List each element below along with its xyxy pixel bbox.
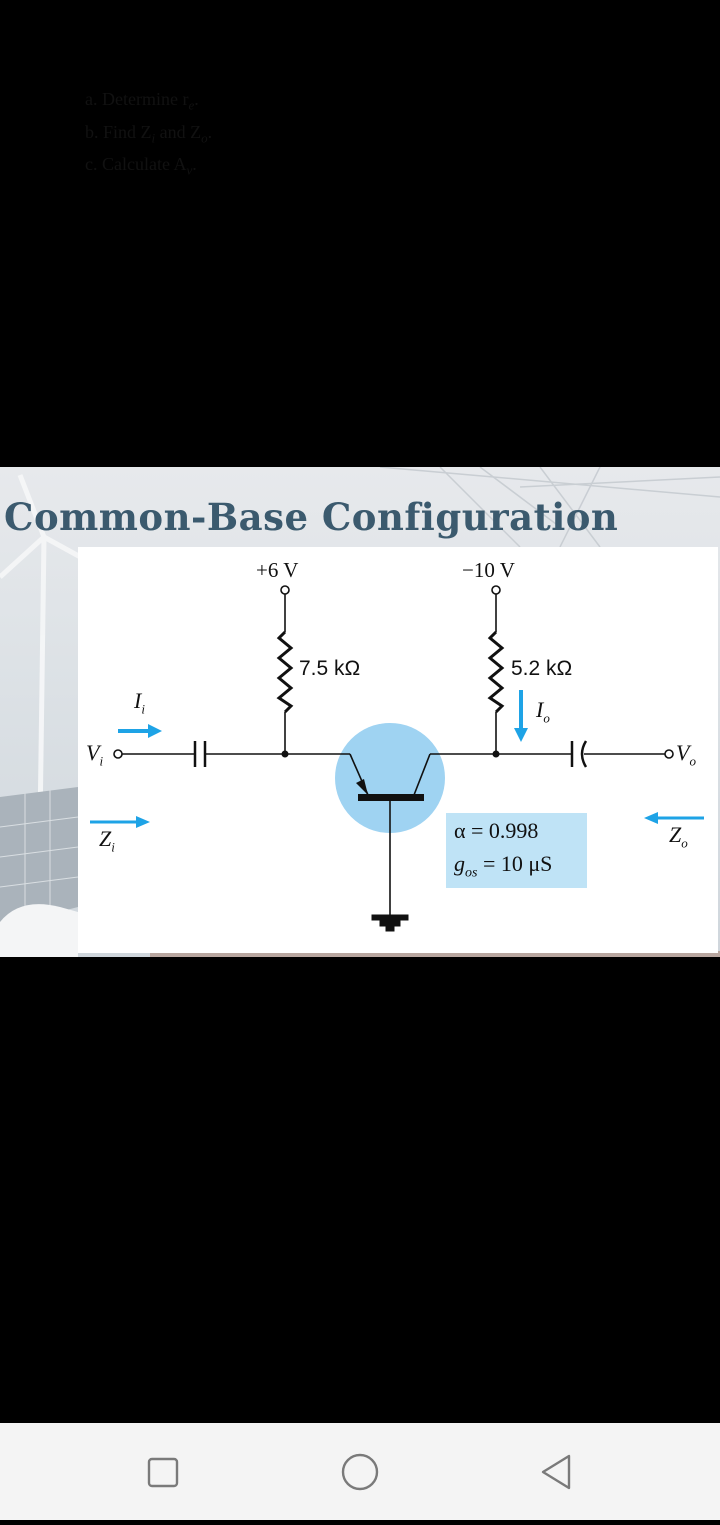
resistor-left [276,630,294,714]
output-current-arrow [514,690,528,742]
task-tail: . [192,154,197,175]
input-voltage-label: Vi [86,740,104,769]
task-tail: . [194,89,199,109]
parameter-box: α = 0.998 gos = 10 μS [446,813,587,888]
task-text: Calculate A [102,154,187,175]
task-b: b. Find Zi and Zo. [85,119,212,152]
transistor-highlight [335,723,445,833]
task-letter: c. [85,154,98,175]
supply-label-left: +6 V [256,558,299,582]
output-impedance-arrow [644,812,704,824]
input-terminal [113,749,123,759]
input-impedance-label: Zi [99,826,115,855]
task-c: c. Calculate Av. [85,151,212,184]
back-icon[interactable] [541,1454,571,1490]
task-subscript: v [186,162,193,178]
resistor-right [487,630,505,714]
output-voltage-label: Vo [676,740,696,769]
task-letter: a. [85,89,98,109]
output-capacitor [570,740,588,768]
task-letter: b. [85,121,99,142]
navigation-bar [0,1423,720,1520]
output-impedance-label: Zo [669,822,688,851]
transistor-base-bar [358,794,424,801]
emitter-arrow [356,779,368,795]
supply-terminal-left [280,585,290,595]
task-a: a. Determine re. [85,86,212,119]
recent-apps-icon[interactable] [147,1457,179,1488]
navigation-bar-icons [147,1453,571,1491]
output-current-label: Io [536,697,550,726]
task-text: Determine r [102,89,189,109]
task-subscript: i [151,130,156,146]
junction-dot-right [492,750,500,758]
task-tail: . [207,121,213,142]
background-scenery [0,467,720,957]
task-text-mid: and Z [155,121,202,142]
gos-value: gos = 10 μS [454,851,553,881]
output-terminal [664,749,674,759]
task-list: a. Determine re. b. Find Zi and Zo. c. C… [85,86,212,184]
task-text: Find Z [103,121,152,142]
input-current-label: Ii [134,688,145,717]
resistor-label-right: 5.2 kΩ [511,657,573,680]
task-subscript: o [201,130,208,146]
home-icon[interactable] [341,1453,379,1491]
task-subscript: e [188,97,195,113]
ground-symbol [371,914,409,932]
supply-terminal-right [491,585,501,595]
alpha-value: α = 0.998 [454,818,539,843]
input-current-arrow [118,724,162,738]
input-impedance-arrow [90,816,150,828]
slide-title: Common-Base Configuration [4,495,619,539]
resistor-label-left: 7.5 kΩ [299,657,361,680]
junction-dot-left [281,750,289,758]
input-capacitor [193,741,207,767]
supply-label-right: −10 V [462,558,515,582]
